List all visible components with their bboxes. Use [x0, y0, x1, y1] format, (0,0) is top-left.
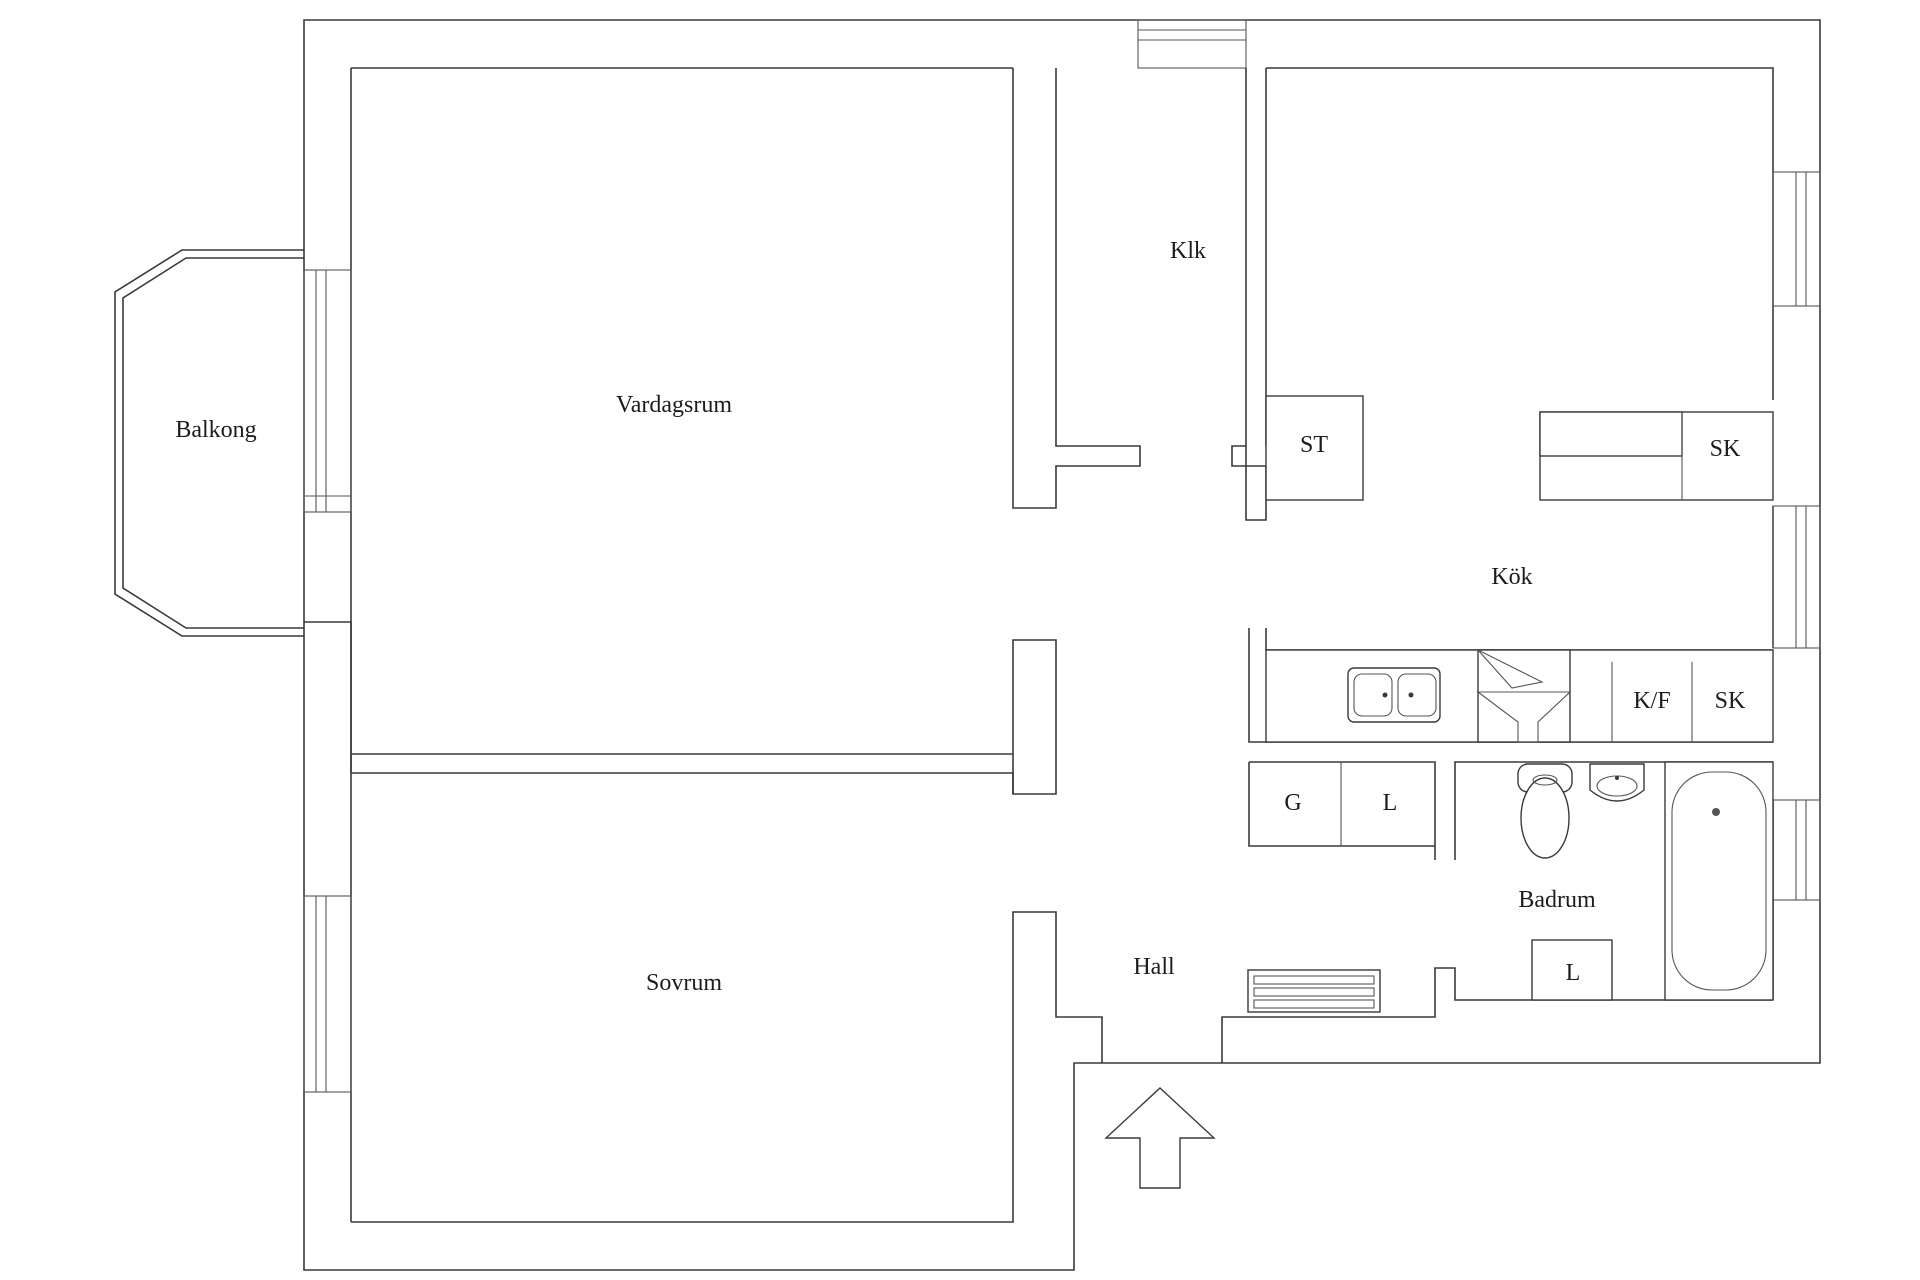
label-klk: Klk	[1170, 238, 1206, 264]
storage-st	[1265, 395, 1364, 501]
balcony	[114, 249, 304, 637]
label-kf: K/F	[1633, 688, 1670, 714]
label-sovrum: Sovrum	[646, 970, 722, 996]
label-hall: Hall	[1133, 954, 1175, 980]
label-g: G	[1284, 790, 1301, 816]
label-l-hall: L	[1383, 790, 1398, 816]
kitchen-fixtures	[1265, 395, 1774, 846]
interior-walls	[304, 68, 1773, 1223]
laundry-cabinet	[1531, 939, 1613, 1001]
kitchen-sink-icon	[1347, 667, 1441, 723]
label-vardagsrum: Vardagsrum	[616, 392, 732, 418]
exterior-walls	[303, 19, 1821, 1271]
label-kok: Kök	[1491, 564, 1532, 590]
radiator-icon	[1247, 969, 1381, 1013]
label-l-bath: L	[1566, 960, 1581, 986]
label-badrum: Badrum	[1518, 887, 1596, 913]
bathtub-icon	[1664, 761, 1774, 1001]
toilet-icon	[1517, 763, 1573, 859]
bathroom-fixtures	[1517, 761, 1774, 1001]
stove-hood-icon	[1476, 649, 1572, 743]
entrance-arrow-icon	[1104, 1087, 1216, 1189]
windows	[303, 19, 1821, 1093]
label-sk-lower: SK	[1715, 688, 1746, 714]
label-st: ST	[1300, 432, 1328, 458]
label-balkong: Balkong	[175, 417, 256, 443]
label-sk-upper: SK	[1710, 436, 1741, 462]
washbasin-icon	[1589, 763, 1645, 802]
